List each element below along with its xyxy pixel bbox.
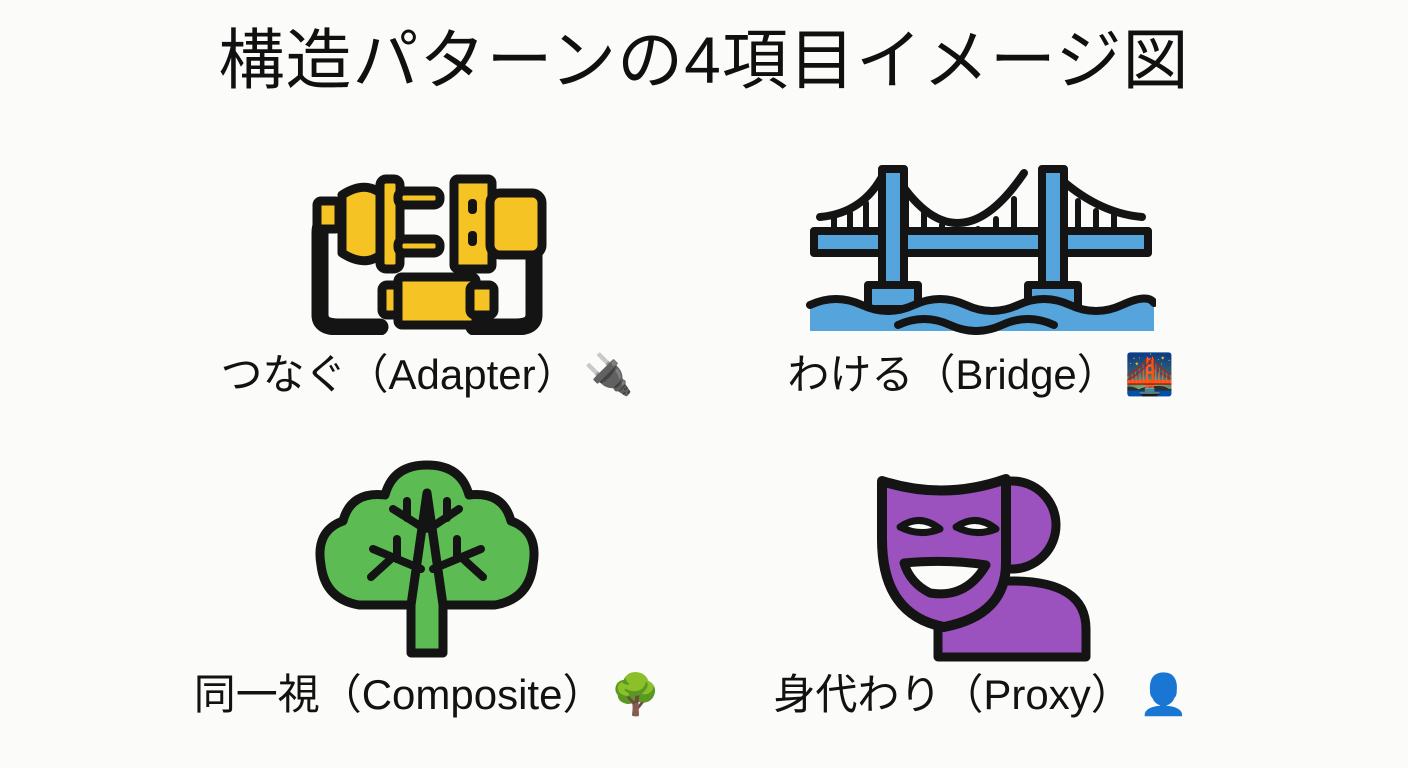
pattern-grid: つなぐ（Adapter） 🔌 [150,150,1258,750]
electric-plug-emoji: 🔌 [583,353,634,398]
composite-illustration [311,453,543,668]
pattern-card-adapter: つなぐ（Adapter） 🔌 [150,150,704,447]
pattern-card-proxy: 身代わり（Proxy） 👤 [704,453,1258,750]
caption-proxy-label: 身代わり（Proxy） [773,671,1133,718]
caption-proxy: 身代わり（Proxy） 👤 [773,671,1189,718]
caption-composite: 同一視（Composite） 🌳 [193,671,661,718]
plug-and-socket-adapter-icon [311,174,547,335]
adapter-illustration [262,150,592,340]
proxy-illustration [860,453,1102,668]
caption-bridge: わける（Bridge） 🌉 [787,351,1175,398]
bust-in-silhouette-emoji: 👤 [1138,673,1189,718]
deciduous-tree-emoji: 🌳 [610,673,661,718]
caption-composite-label: 同一視（Composite） [193,671,605,718]
page-title: 構造パターンの4項目イメージ図 [218,23,1190,97]
pattern-card-composite: 同一視（Composite） 🌳 [150,453,704,750]
bridge-at-night-emoji: 🌉 [1124,353,1175,398]
tree-icon [315,460,539,657]
pattern-card-bridge: わける（Bridge） 🌉 [704,150,1258,447]
suspension-bridge-icon [806,165,1156,335]
caption-adapter: つなぐ（Adapter） 🔌 [220,351,634,398]
caption-adapter-label: つなぐ（Adapter） [220,351,578,398]
bridge-illustration [806,150,1156,340]
theater-mask-over-person-icon [877,473,1091,661]
caption-bridge-label: わける（Bridge） [787,351,1119,398]
